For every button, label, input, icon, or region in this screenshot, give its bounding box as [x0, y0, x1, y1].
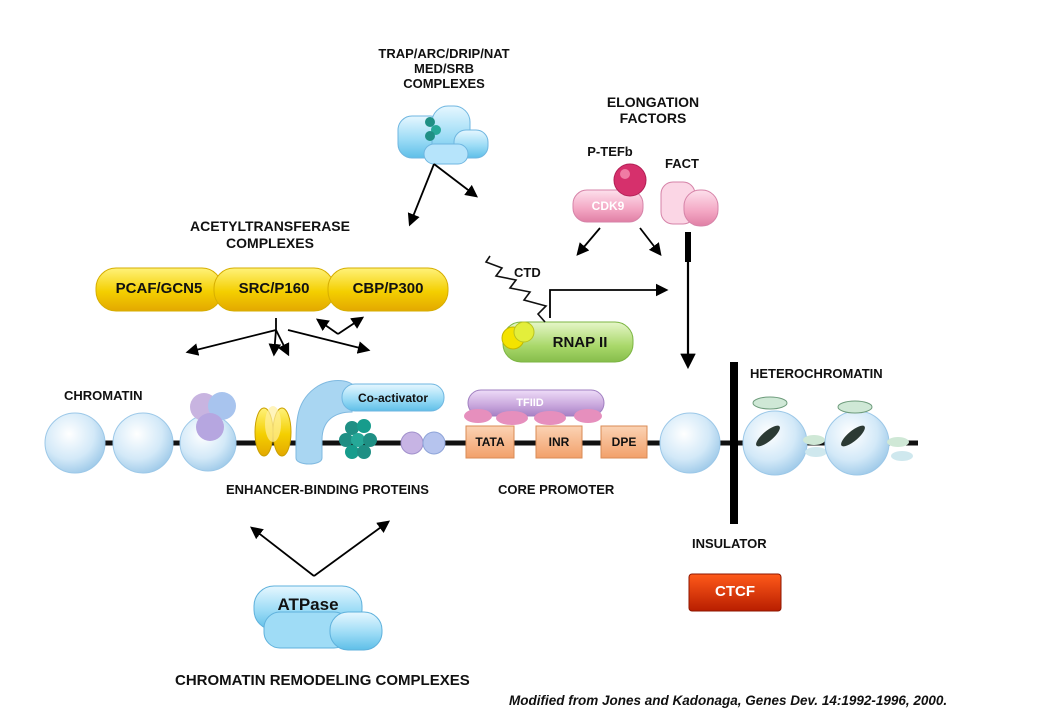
- arrow-acetyl-left: [185, 318, 277, 356]
- trap-complex-shape: [397, 105, 489, 165]
- arrow-atpase-right: [313, 520, 391, 577]
- elongation-label-line2: FACTORS: [619, 110, 687, 126]
- enhancer-binding-label: ENHANCER-BINDING PROTEINS: [226, 482, 429, 497]
- cdk9-shape: [572, 163, 647, 223]
- ptefb-label: P-TEFb: [587, 144, 633, 159]
- trap-label-line3: COMPLEXES: [403, 76, 485, 91]
- teal-cluster: [339, 419, 377, 459]
- tata-label: TATA: [475, 435, 505, 449]
- lilac-pair: [400, 431, 446, 455]
- cbp-p300-box: [327, 267, 449, 312]
- arrow-cbp-right: [337, 316, 365, 335]
- arrow-trap-to-rnap: [433, 163, 479, 198]
- arrow-atpase-left: [250, 526, 315, 577]
- yellow-binding-protein: [254, 406, 292, 457]
- cdk9-label: CDK9: [591, 199, 625, 213]
- rnap-ii-shape: [501, 321, 634, 363]
- fact-shape: [660, 181, 719, 227]
- trap-label: TRAP/ARC/DRIP/NAT MED/SRB COMPLEXES: [366, 46, 522, 91]
- arrow-cdk9-left: [576, 227, 601, 256]
- coactivator-box: [341, 383, 445, 412]
- arrow-acetyl-right: [287, 329, 371, 354]
- ctd-label: CTD: [514, 265, 541, 280]
- citation: Modified from Jones and Kadonaga, Genes …: [509, 693, 948, 708]
- inr-label: INR: [548, 435, 570, 449]
- arrow-trap-to-acetyl: [407, 163, 435, 227]
- coactivator-label: Co-activator: [357, 391, 428, 405]
- dpe-box: [600, 425, 648, 459]
- elongation-label: ELONGATION FACTORS: [588, 94, 718, 126]
- src-p160-label: SRC/P160: [238, 280, 310, 297]
- arrow-rnap-elongation: [549, 283, 669, 318]
- elongation-label-line1: ELONGATION: [606, 94, 700, 110]
- trap-label-line1: TRAP/ARC/DRIP/NAT: [378, 46, 510, 61]
- arrow-acetyl-down2: [275, 329, 290, 357]
- acetyltransferase-label: ACETYLTRANSFERASE COMPLEXES: [164, 218, 376, 252]
- pcaf-gcn5-label: PCAF/GCN5: [115, 280, 203, 297]
- inr-box: [535, 425, 583, 459]
- insulator-bar: [730, 362, 738, 524]
- atpase-complex-shape: [253, 585, 383, 651]
- core-promoter-label: CORE PROMOTER: [498, 482, 615, 497]
- arrow-acetyl-down1: [268, 329, 282, 357]
- fact-label: FACT: [665, 156, 699, 171]
- acetyltransferase-label-line1: ACETYLTRANSFERASE: [190, 218, 350, 234]
- arrows: [185, 163, 696, 577]
- coactivator-hook: [295, 380, 353, 465]
- acetyltransferase-label-line2: COMPLEXES: [226, 235, 314, 251]
- ctcf-label: CTCF: [715, 583, 755, 600]
- insulator-label: INSULATOR: [692, 536, 767, 551]
- tata-box: [465, 425, 515, 459]
- chromatin-label: CHROMATIN: [64, 388, 143, 403]
- nucleosome-4: [659, 412, 721, 474]
- heterochromatin-nucleosome-1: [742, 396, 827, 476]
- nucleosome-1: [44, 412, 106, 474]
- ctd-tail: [484, 255, 548, 323]
- fact-stem: [685, 232, 691, 262]
- cbp-p300-label: CBP/P300: [352, 280, 424, 297]
- heterochromatin-nucleosome-2: [824, 400, 913, 476]
- dpe-label: DPE: [611, 435, 637, 449]
- arrow-cbp-left: [315, 318, 339, 335]
- nucleosome-3: [179, 392, 237, 472]
- heterochromatin-label: HETEROCHROMATIN: [750, 366, 883, 381]
- arrow-cdk9-right: [639, 227, 662, 256]
- atpase-label: ATPase: [277, 595, 339, 614]
- ctcf-box: [688, 573, 782, 612]
- trap-label-line2: MED/SRB: [414, 61, 474, 76]
- rnap-ii-label: RNAP II: [552, 334, 608, 351]
- tfiid-complex: [464, 389, 605, 425]
- remodeling-label: CHROMATIN REMODELING COMPLEXES: [175, 672, 470, 689]
- nucleosome-2: [112, 412, 174, 474]
- tfiid-label: TFIID: [516, 397, 544, 409]
